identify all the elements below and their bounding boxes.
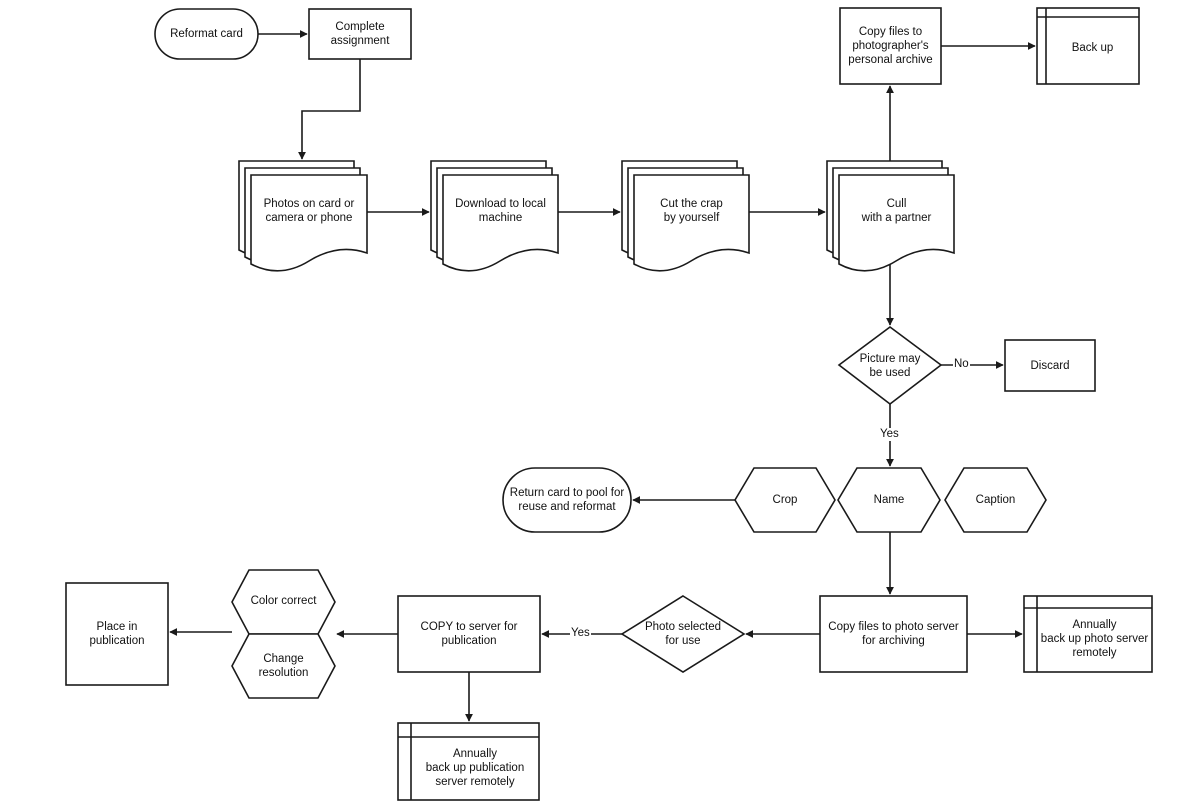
edge-label-yes-down: Yes [879, 428, 900, 441]
node-cut-crap [621, 160, 750, 272]
node-download [430, 160, 559, 272]
node-copy-photo-server [819, 595, 968, 673]
node-picture-may-be-used [837, 326, 943, 406]
node-color-correct [231, 569, 336, 635]
node-annually-photo-server [1023, 595, 1153, 673]
node-discard [1004, 339, 1096, 392]
node-place-in-publication [65, 582, 169, 686]
node-copy-publication [397, 595, 541, 673]
node-change-resolution [231, 633, 336, 699]
node-return-card [502, 467, 632, 533]
node-photos-on-card [238, 160, 368, 272]
edge-label-no: No [953, 358, 970, 371]
node-reformat-card [154, 8, 259, 60]
node-photo-selected [620, 595, 746, 673]
node-caption [944, 467, 1047, 533]
node-back-up [1036, 7, 1140, 85]
node-complete-assignment [308, 8, 412, 60]
edge-label-yes-left: Yes [570, 627, 591, 640]
node-annually-publication [397, 722, 540, 801]
node-cull [826, 160, 955, 272]
edge-complete-to-photos [298, 59, 361, 160]
node-crop [734, 467, 836, 533]
node-copy-personal [839, 7, 942, 85]
node-name [837, 467, 941, 533]
